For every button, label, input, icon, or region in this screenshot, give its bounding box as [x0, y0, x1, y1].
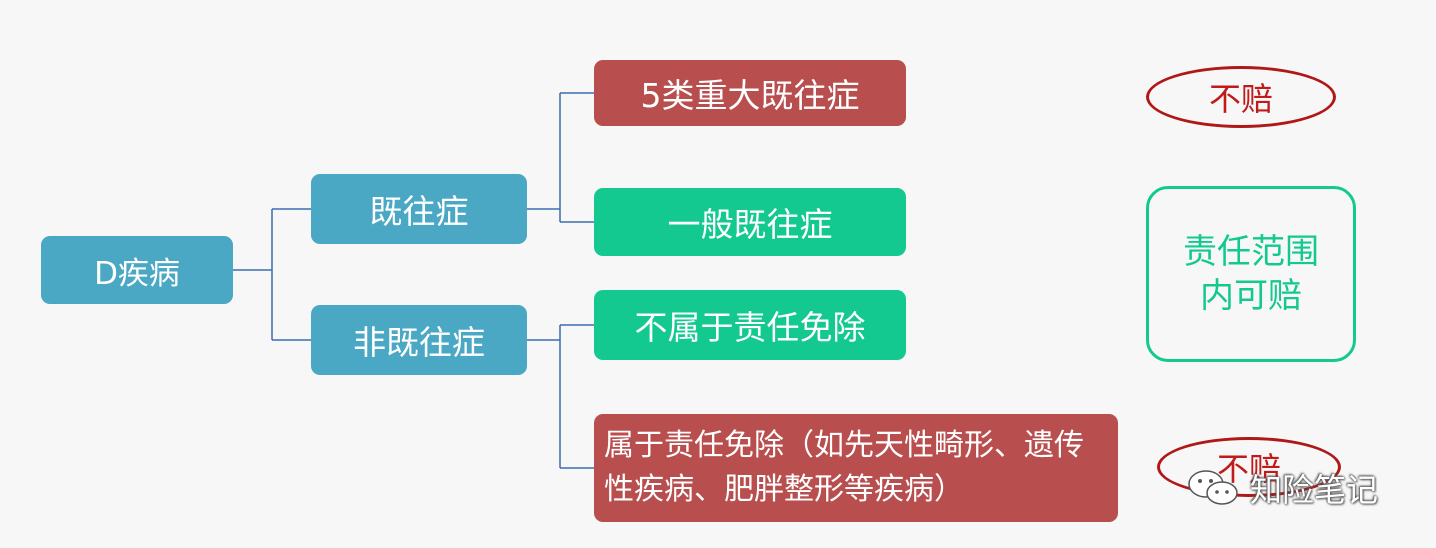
outcome-not-paid-top: 不赔	[1146, 66, 1336, 128]
leaf-not-excluded-label: 不属于责任免除	[634, 308, 866, 347]
leaf-severe-preexisting-label: 5类重大既往症	[640, 76, 860, 115]
branch-non-preexisting-label: 非既往症	[353, 323, 485, 362]
outcome-not-paid-bottom: 不赔	[1157, 437, 1341, 497]
leaf-not-excluded: 不属于责任免除	[594, 290, 906, 360]
branch-preexisting-label: 既往症	[369, 192, 469, 231]
outcome-not-paid-top-label: 不赔	[1208, 80, 1273, 118]
watermark: 知险笔记	[1186, 466, 1378, 510]
branch-preexisting: 既往症	[311, 174, 527, 244]
wechat-icon	[1188, 470, 1238, 505]
connector-preexisting	[527, 92, 594, 223]
leaf-general-preexisting-label: 一般既往症	[667, 205, 833, 244]
leaf-severe-preexisting: 5类重大既往症	[594, 60, 906, 126]
connector-root	[233, 208, 311, 341]
outcome-covered-label: 责任范围内可赔	[1183, 232, 1319, 316]
branch-non-preexisting: 非既往症	[311, 305, 527, 375]
root-node: D疾病	[41, 236, 233, 304]
outcome-not-paid-bottom-label: 不赔	[1216, 450, 1281, 488]
leaf-excluded: 属于责任免除（如先天性畸形、遗传性疾病、肥胖整形等疾病）	[594, 414, 1118, 522]
leaf-excluded-label: 属于责任免除（如先天性畸形、遗传性疾病、肥胖整形等疾病）	[604, 428, 1084, 507]
watermark-text: 知险笔记	[1250, 471, 1379, 509]
outcome-covered-box: 责任范围内可赔	[1146, 186, 1356, 362]
connector-non-preexisting	[527, 324, 594, 469]
leaf-general-preexisting: 一般既往症	[594, 188, 906, 256]
root-label: D疾病	[94, 255, 180, 292]
